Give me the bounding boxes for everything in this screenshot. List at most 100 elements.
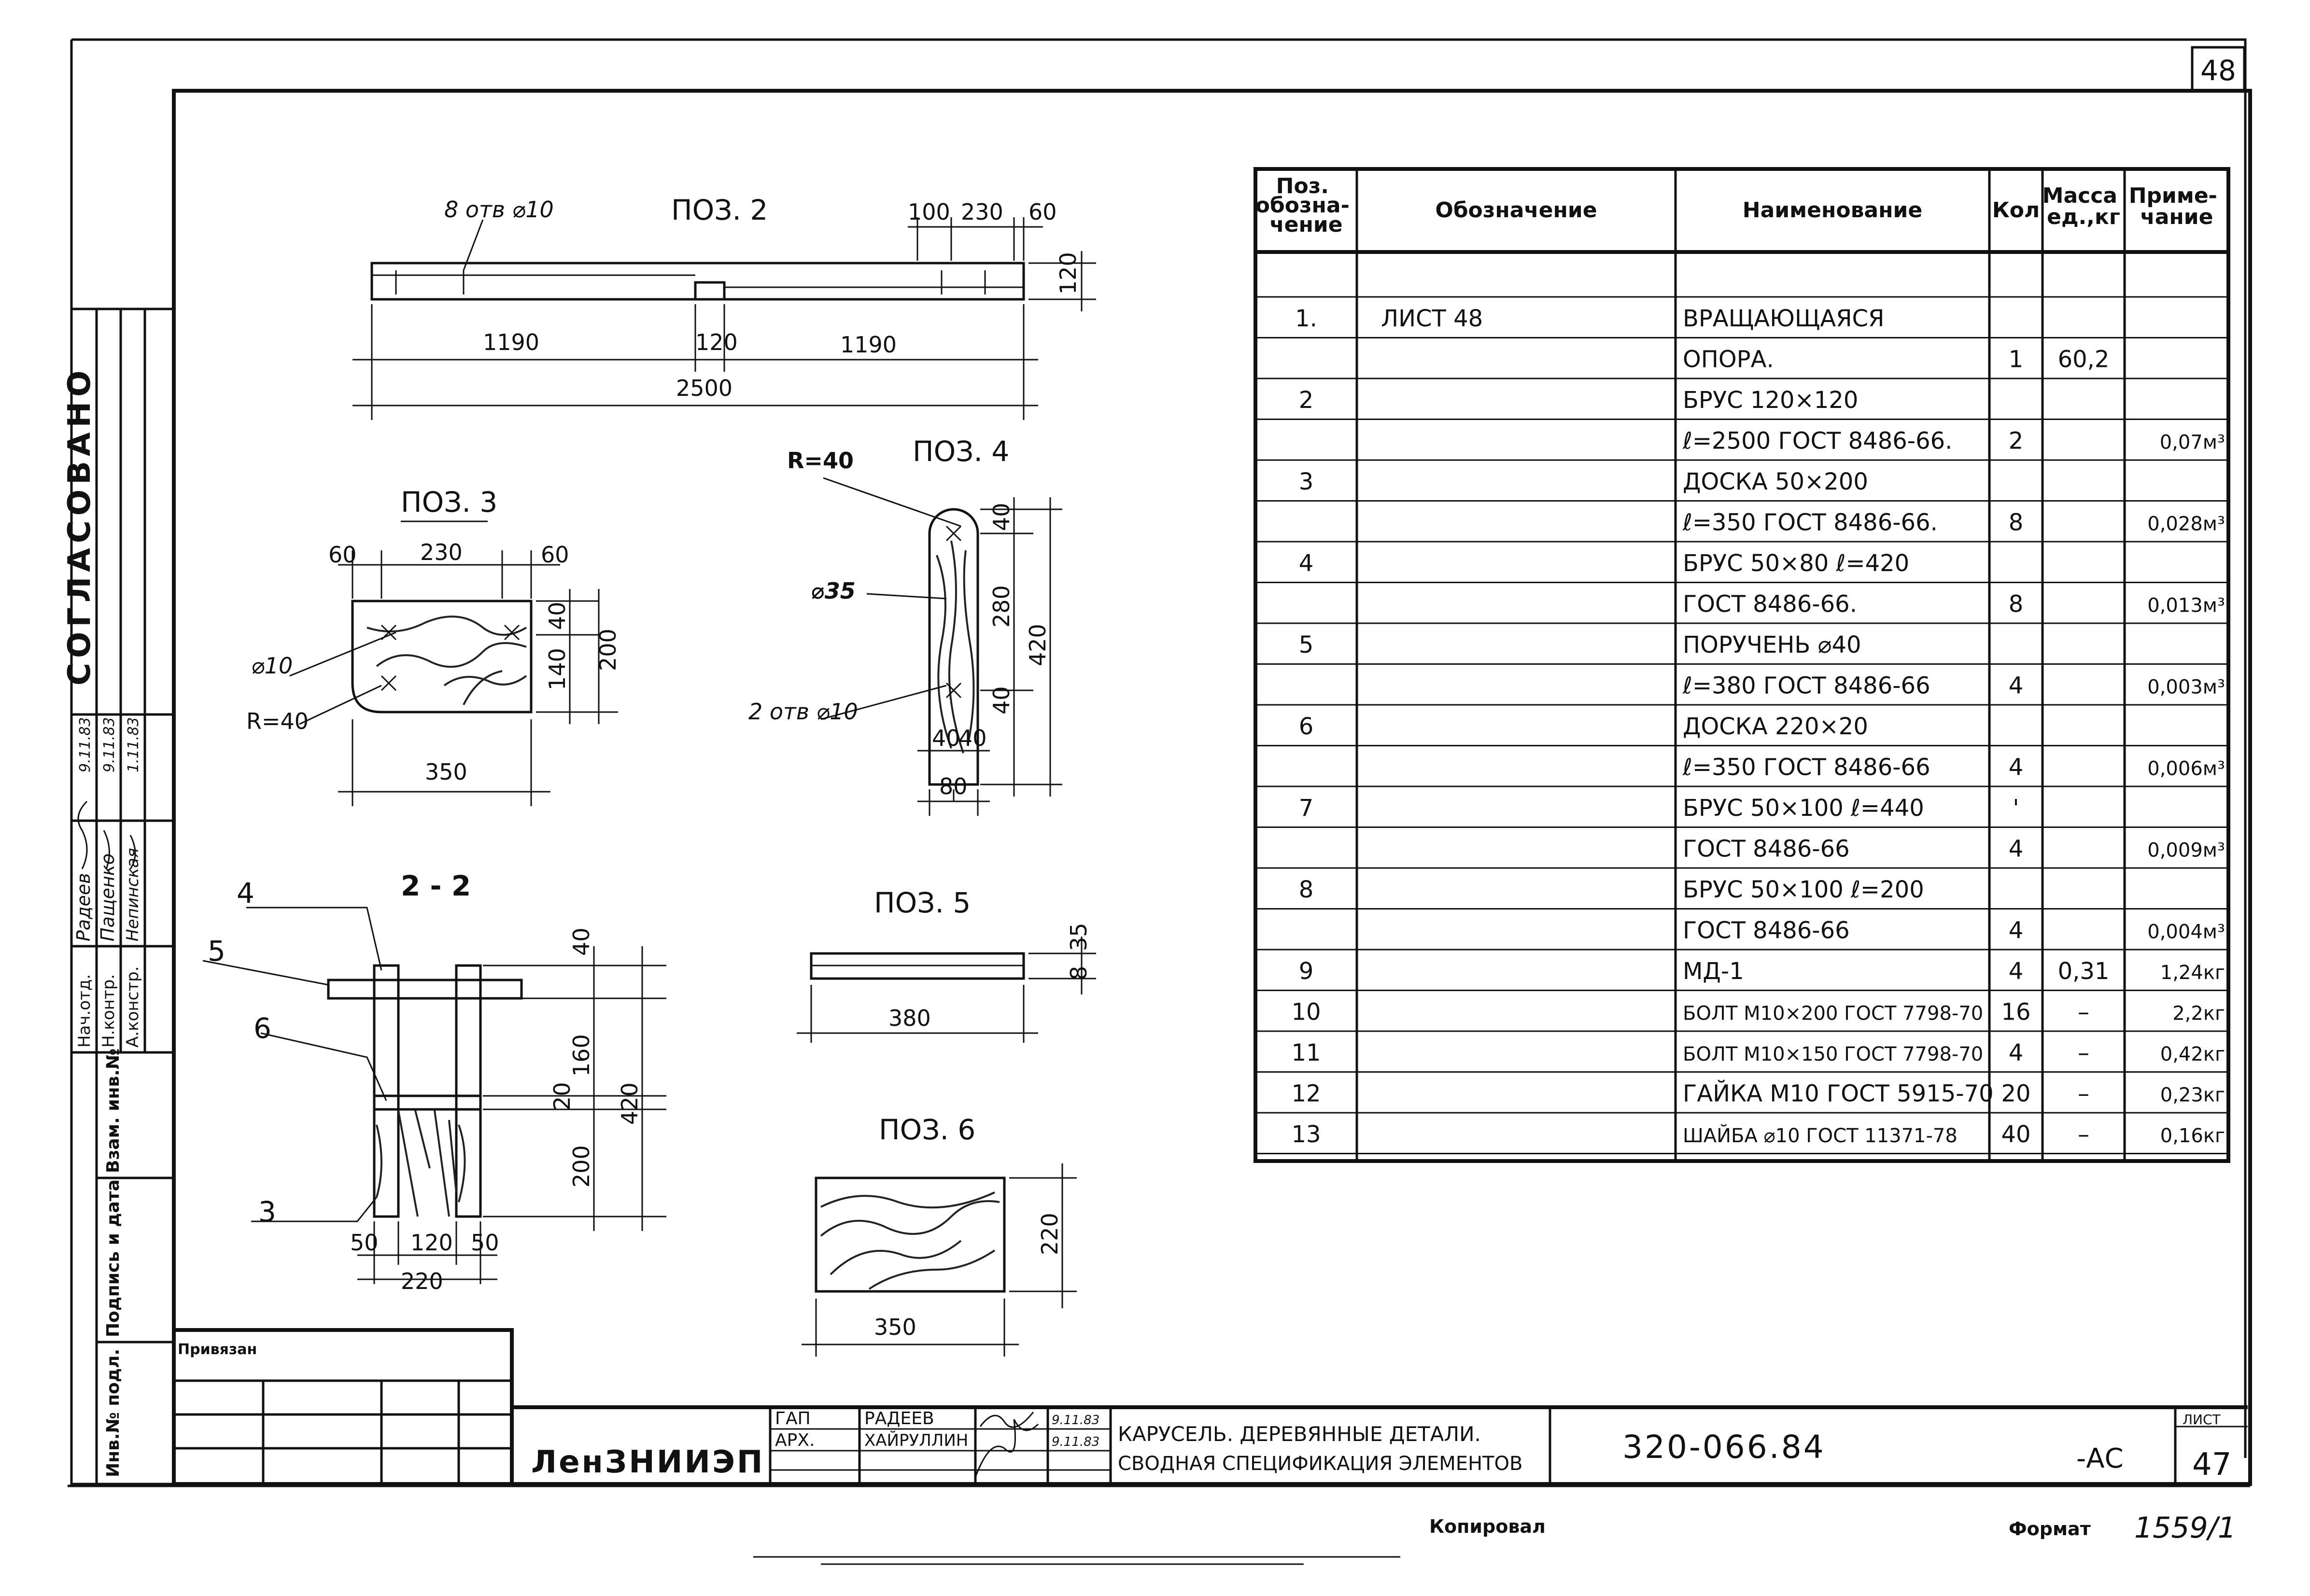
spec-cell-name: ГОСТ 8486-66	[1683, 917, 1850, 944]
poz4-dim-80: 80	[939, 773, 968, 799]
poz2-dim-60: 60	[1028, 199, 1057, 225]
spec-header-note-line2: чание	[2141, 205, 2213, 229]
staff-signatures	[974, 1412, 1039, 1478]
spec-cell-name: ГОСТ 8486-66	[1683, 835, 1850, 862]
document-suffix: -АС	[2076, 1443, 2124, 1474]
spec-header-qty: Кол	[1992, 198, 2040, 223]
spec-header-mass-line1: Масса	[2042, 183, 2117, 208]
spec-cell-mass: –	[2078, 1080, 2089, 1107]
poz4-dim-40a: 40	[988, 503, 1014, 531]
spec-cell-note: 0,009м³	[2147, 839, 2225, 861]
spec-cell-note: 0,23кг	[2160, 1084, 2225, 1106]
spec-table-grid	[1254, 167, 2230, 1163]
poz3-drawing	[289, 520, 618, 806]
spec-cell-mass: –	[2078, 1121, 2089, 1148]
section-2-2-title: 2 - 2	[401, 869, 471, 902]
poz4-radius: R=40	[787, 448, 854, 474]
spec-cell-name: ГАЙКА М10 ГОСТ 5915-70	[1683, 1079, 1994, 1107]
side-name-3: Непинская	[123, 848, 142, 941]
spec-cell-note: 2,2кг	[2172, 1002, 2225, 1024]
poz4-diameter: ⌀35	[811, 578, 856, 604]
spec-cell-note: 0,006м³	[2147, 757, 2225, 780]
poz4-holes: 2 отв ⌀10	[748, 699, 858, 725]
poz3-title: ПОЗ. 3	[401, 486, 497, 518]
poz5-dim-380: 380	[888, 1005, 931, 1031]
callout-4: 4	[237, 877, 254, 910]
spec-cell-pos: 7	[1299, 795, 1314, 822]
spec-cell-name: ℓ=2500 ГОСТ 8486-66.	[1682, 427, 1952, 454]
spec-header-designation: Обозначение	[1435, 198, 1597, 223]
side-cell-1: Взам. инв.№	[103, 1049, 123, 1173]
spec-cell-qty: 16	[2001, 998, 2030, 1025]
spec-header-mass-line2: ед.,кг	[2047, 205, 2120, 229]
spec-cell-name: ГОСТ 8486-66.	[1683, 590, 1857, 617]
poz6-title: ПОЗ. 6	[879, 1113, 975, 1146]
spec-cell-pos: 6	[1299, 713, 1314, 740]
poz3-dim-60a: 60	[328, 542, 357, 568]
poz4-dim-40c: 40	[932, 725, 960, 751]
sec-dim-40: 40	[568, 927, 594, 956]
poz4-dim-420: 420	[1025, 624, 1051, 666]
spec-cell-mass: 0,31	[2058, 958, 2110, 985]
poz2-dim-1190b: 1190	[840, 332, 897, 358]
sheet-label: ЛИСТ	[2183, 1412, 2221, 1428]
spec-cell-mass: –	[2078, 1039, 2089, 1066]
spec-cell-name: ВРАЩАЮЩАЯСЯ	[1683, 305, 1884, 332]
side-name-1: Радеев	[73, 873, 94, 941]
poz6-drawing	[802, 1163, 1077, 1357]
side-date-2: 9.11.83	[101, 717, 118, 772]
poz5-dim-35: 35	[1066, 923, 1092, 951]
spec-cell-name: БРУС 50×100 ℓ=440	[1683, 795, 1924, 822]
title-block-grid	[172, 1328, 2248, 1486]
spec-cell-pos: 11	[1291, 1039, 1321, 1066]
spec-header-pos-line2: обозна-	[1255, 193, 1350, 218]
spec-cell-name: ℓ=350 ГОСТ 8486-66	[1682, 754, 1930, 781]
side-cell-3: Инв.№ подл.	[103, 1349, 123, 1477]
spec-cell-qty: 4	[2009, 754, 2024, 781]
spec-cell-pos: 12	[1291, 1080, 1321, 1107]
poz6-dim-220: 220	[1037, 1213, 1063, 1255]
spec-cell-note: 0,42кг	[2160, 1043, 2225, 1065]
spec-cell-name: БРУС 120×120	[1683, 387, 1858, 414]
poz2-holes: 8 отв ⌀10	[444, 196, 554, 223]
side-cell-2: Подпись и дата	[103, 1179, 123, 1337]
spec-header-pos: Поз. обозна- чение	[1255, 174, 1357, 237]
spec-cell-name: БРУС 50×100 ℓ=200	[1683, 876, 1924, 903]
spec-cell-qty: 40	[2001, 1121, 2030, 1148]
poz4-dim-40b: 40	[988, 686, 1014, 714]
spec-header-pos-line3: чение	[1269, 212, 1342, 237]
spec-cell-qty: '	[2013, 795, 2019, 822]
side-role-3: А.констр.	[123, 966, 142, 1048]
side-date-3: 1.11.83	[125, 717, 142, 772]
spec-cell-pos: 3	[1299, 468, 1314, 495]
spec-cell-qty: 4	[2009, 835, 2024, 862]
poz3-radius: R=40	[246, 708, 309, 734]
poz3-dim-200: 200	[595, 629, 621, 671]
spec-cell-name: БОЛТ М10×150 ГОСТ 7798-70	[1683, 1043, 1983, 1065]
sec-dim-200: 200	[568, 1145, 594, 1188]
side-name-2: Пащенко	[97, 854, 118, 941]
spec-cell-pos: 4	[1299, 550, 1314, 577]
spec-row-lines	[1255, 337, 2228, 1154]
spec-cell-pos: 13	[1291, 1121, 1321, 1148]
bottom-scan-marks	[753, 1556, 1400, 1565]
spec-cell-pos: 10	[1291, 998, 1321, 1025]
poz2-dim-120: 120	[695, 329, 738, 355]
poz5-dim-8: 8	[1066, 966, 1092, 980]
callout-5: 5	[208, 935, 225, 967]
poz3-dim-40: 40	[544, 602, 570, 630]
spec-header-note-line1: Приме-	[2129, 183, 2217, 208]
staff-date-1: 9.11.83	[1052, 1413, 1099, 1428]
sec-dim-50b: 50	[471, 1230, 499, 1256]
poz4-dim-280: 280	[988, 585, 1014, 628]
spec-cell-pos: 8	[1299, 876, 1314, 903]
poz3-diameter: ⌀10	[251, 653, 293, 679]
spec-cell-pos: 2	[1299, 387, 1314, 414]
staff-role-2: АРХ.	[775, 1430, 815, 1450]
poz2-dim-120h: 120	[1055, 252, 1081, 294]
org-name: ЛенЗНИИЭП	[531, 1444, 764, 1480]
spec-cell-pos: 9	[1299, 958, 1314, 985]
spec-cell-qty: 4	[2009, 917, 2024, 944]
spec-cell-name: ДОСКА 50×200	[1683, 468, 1868, 495]
